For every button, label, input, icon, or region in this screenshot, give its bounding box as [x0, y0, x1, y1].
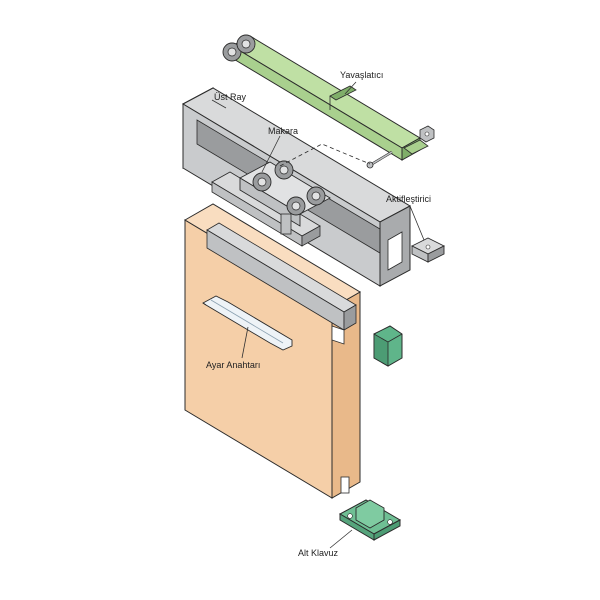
label-text-yavaslatici: Yavaşlatıcı: [340, 70, 383, 80]
label-text-alt-klavuz: Alt Klavuz: [298, 548, 339, 558]
damper-nut: [419, 125, 435, 143]
trolley-carriage: [239, 160, 331, 235]
floor-guide: [338, 499, 402, 541]
green-end-clip: [373, 325, 403, 367]
mounting-screw: [366, 150, 393, 169]
activator-part: [410, 237, 446, 263]
label-text-ust-ray: Üst Ray: [214, 92, 247, 102]
label-text-aktiflestirici: Aktifleştirici: [386, 194, 431, 204]
assembly-dashed-line: [279, 143, 371, 167]
door-bottom-slot: [340, 476, 350, 494]
adjusting-key: [202, 295, 293, 351]
door-track-profile: [206, 222, 357, 345]
label-ust-ray: Üst Ray: [211, 92, 247, 109]
label-yavaslatici: Yavaşlatıcı: [340, 70, 383, 95]
label-makara: Makara: [261, 126, 298, 173]
label-alt-klavuz: Alt Klavuz: [298, 529, 353, 558]
label-text-ayar-anahtari: Ayar Anahtarı: [206, 360, 260, 370]
label-text-makara: Makara: [268, 126, 298, 136]
label-aktiflestirici: Aktifleştirici: [386, 194, 431, 241]
label-ayar-anahtari: Ayar Anahtarı: [206, 326, 260, 370]
soft-close-damper: [222, 34, 429, 161]
